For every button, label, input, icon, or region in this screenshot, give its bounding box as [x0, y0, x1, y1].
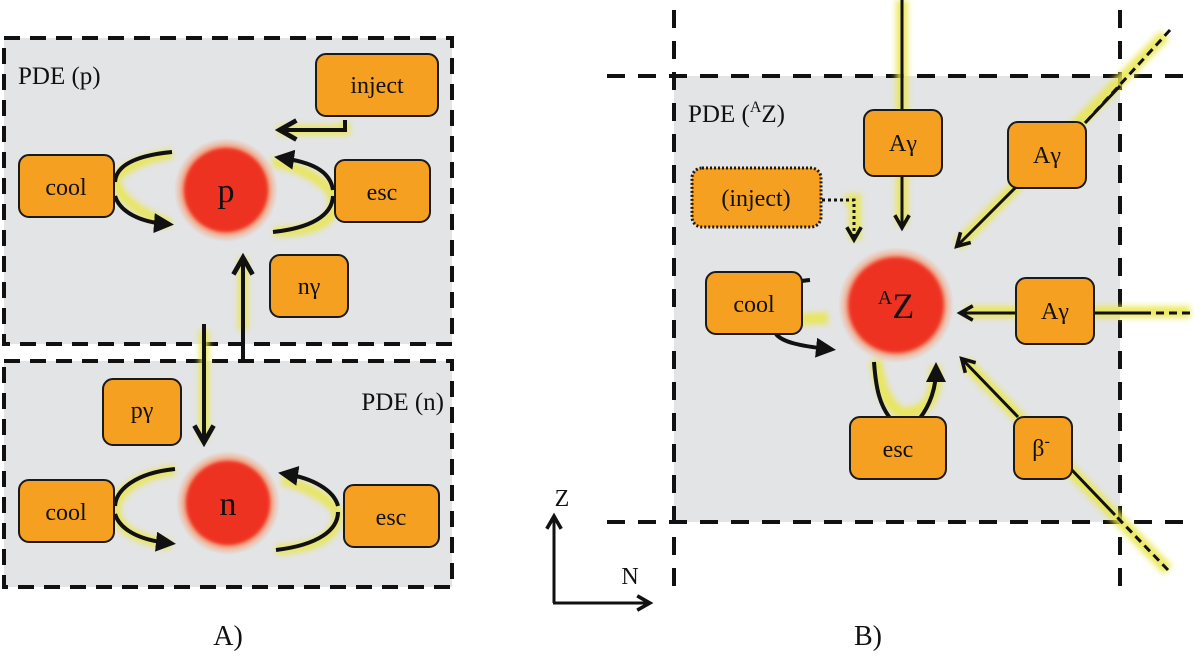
region-title-pde-n: PDE (n) — [361, 389, 444, 416]
box-agamma-top-label: Aγ — [889, 131, 917, 157]
axis-n-label: N — [621, 564, 638, 590]
arrow-cool-out-p — [113, 150, 173, 183]
particle-az — [848, 257, 944, 353]
box-inject-az[interactable]: (inject) — [690, 166, 823, 229]
box-pgamma-label: pγ — [131, 398, 154, 424]
box-agamma-diag-label: Aγ — [1033, 143, 1061, 169]
box-cool-az-label: cool — [733, 292, 775, 318]
box-cool-n-label: cool — [45, 500, 87, 526]
box-ngamma[interactable]: nγ — [269, 254, 349, 318]
panel-a-label: A) — [213, 621, 243, 652]
arrow-esc-out-p — [272, 195, 335, 234]
box-inject-az-label: (inject) — [721, 186, 790, 212]
region-title-pde-az: PDE (AZ) — [688, 99, 785, 128]
box-esc-az[interactable]: esc — [849, 416, 947, 480]
box-esc-n-label: esc — [376, 505, 407, 531]
box-ngamma-label: nγ — [298, 274, 321, 300]
arrows-az — [774, 0, 1190, 572]
arrow-inject-az — [822, 198, 863, 244]
arrows-n — [113, 465, 340, 552]
arrow-inject-p — [274, 118, 347, 142]
box-esc-az-label: esc — [883, 437, 914, 463]
panel-b-label: B) — [854, 621, 882, 652]
panel-a: PDE (p) PDE (n) p n — [2, 36, 454, 652]
box-cool-p-label: cool — [45, 175, 87, 201]
box-inject-p[interactable]: inject — [315, 53, 439, 117]
arrow-esc-out-n — [275, 511, 340, 552]
box-cool-p[interactable]: cool — [18, 154, 115, 218]
particle-n-label: n — [220, 486, 237, 523]
axis-z-label: Z — [555, 486, 570, 512]
arrow-agamma-diag-to-az — [954, 181, 1022, 249]
box-agamma-right-label: Aγ — [1041, 299, 1069, 325]
arrow-cool-out-n — [113, 467, 176, 507]
particle-p — [184, 148, 268, 232]
particle-n — [186, 461, 270, 545]
arrow-esc-out-az — [872, 361, 892, 420]
box-agamma-right[interactable]: Aγ — [1015, 277, 1095, 345]
arrow-esc-in-n — [278, 465, 340, 507]
arrow-beta-incoming-solid — [1068, 466, 1117, 517]
arrow-agamma-diag-incoming-solid — [1083, 84, 1122, 125]
box-beta-minus-label: β- — [1032, 433, 1050, 462]
arrow-cool-in-az — [774, 332, 836, 358]
box-cool-n[interactable]: cool — [18, 479, 115, 543]
arrows-p — [113, 118, 347, 448]
box-beta-minus[interactable]: β- — [1013, 416, 1073, 480]
box-inject-p-label: inject — [350, 73, 404, 99]
particle-az-label: AZ — [878, 286, 914, 326]
box-cool-az[interactable]: cool — [705, 271, 803, 335]
box-esc-p[interactable]: esc — [334, 159, 431, 223]
region-title-pde-p: PDE (p) — [18, 63, 101, 90]
box-esc-n[interactable]: esc — [343, 484, 440, 548]
box-esc-p-label: esc — [367, 180, 398, 206]
arrow-beta-to-az — [959, 356, 1020, 419]
box-agamma-top[interactable]: Aγ — [863, 109, 943, 177]
panel-b: PDE (AZ) AZ — [545, 0, 1195, 652]
box-pgamma[interactable]: pγ — [102, 378, 182, 446]
axes-indicator — [545, 512, 654, 612]
box-agamma-diag[interactable]: Aγ — [1007, 121, 1087, 189]
arrow-esc-in-p — [274, 149, 335, 191]
arrow-cool-in-n — [113, 513, 176, 552]
particle-p-label: p — [218, 173, 235, 210]
arrow-esc-in-az — [918, 362, 946, 420]
arrow-cool-in-p — [113, 195, 174, 234]
